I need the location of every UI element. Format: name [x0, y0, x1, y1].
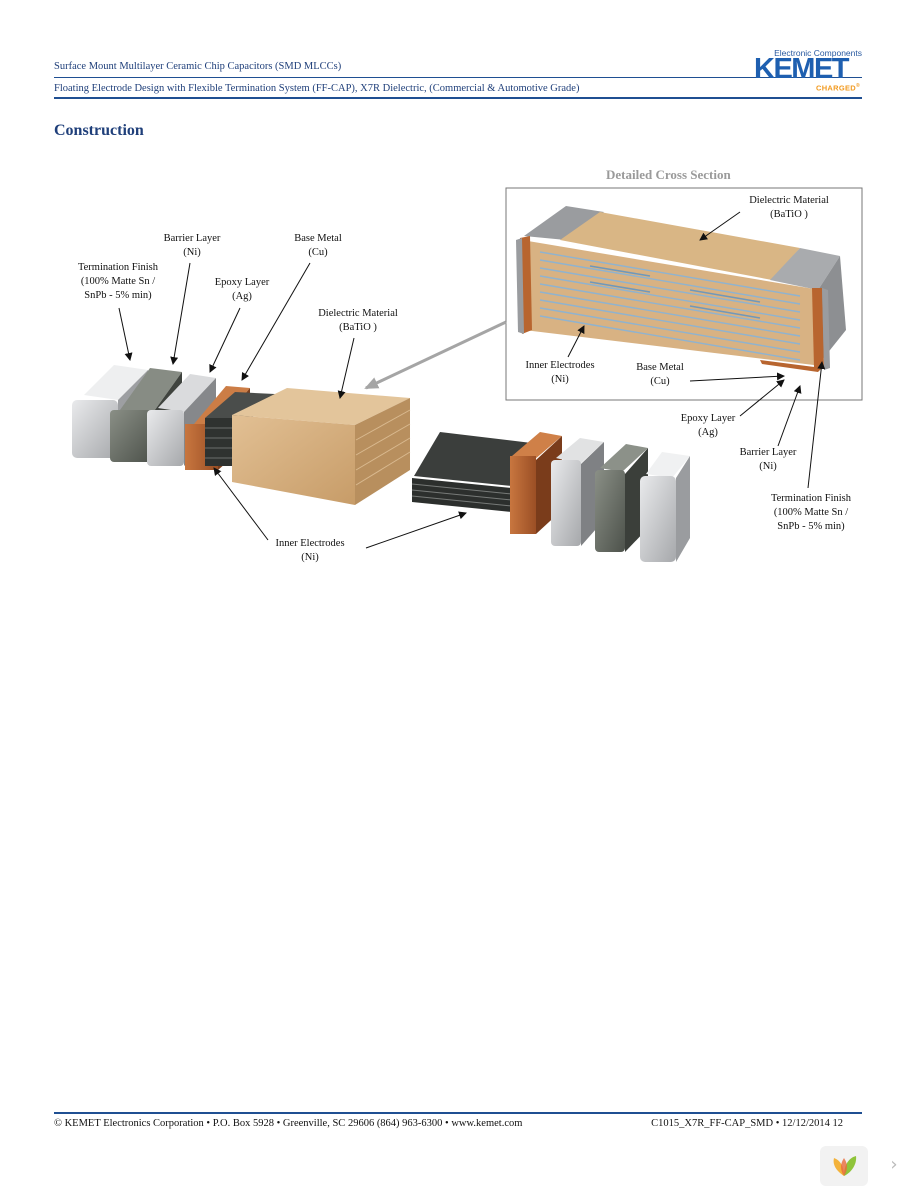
header-title-line-2: Floating Electrode Design with Flexible … [54, 83, 580, 94]
label-line: Epoxy Layer [680, 413, 736, 424]
label-line: (Ag) [698, 427, 718, 438]
cross-section-leaders [567, 211, 826, 489]
construction-diagram [72, 187, 863, 562]
label-barrier-layer-cs: Barrier Layer (Ni) [728, 446, 808, 474]
header-rule-thick [54, 97, 862, 99]
label-termination-finish-cs: Termination Finish (100% Matte Sn / SnPb… [752, 492, 870, 534]
kemet-logo: Electronic Components KEMET CHARGED® [752, 48, 864, 96]
logo-slogan-text: CHARGED [815, 83, 857, 93]
logo-slogan: CHARGED® [816, 83, 860, 93]
header-rule-thin [54, 77, 862, 78]
label-barrier-layer-left: Barrier Layer (Ni) [152, 232, 232, 260]
label-line: Dielectric Material [749, 195, 829, 206]
label-line: Inner Electrodes [275, 538, 345, 549]
label-line: (100% Matte Sn / [80, 276, 156, 287]
dielectric-block [232, 388, 411, 505]
label-inner-electrodes-cs: Inner Electrodes (Ni) [514, 359, 606, 387]
cross-section-chip [516, 206, 846, 372]
label-line: Termination Finish [770, 493, 852, 504]
label-line: Base Metal [294, 233, 342, 244]
label-base-metal-cs: Base Metal (Cu) [624, 361, 696, 389]
footer-rule [54, 1112, 862, 1114]
label-dielectric-left: Dielectric Material (BaTiO ) [304, 307, 412, 335]
footer-doc-id: C1015_X7R_FF-CAP_SMD • 12/12/2014 12 [651, 1118, 843, 1129]
label-line: (BaTiO ) [770, 209, 808, 220]
exploded-leaders [118, 262, 467, 549]
viewer-controls: › [820, 1146, 912, 1186]
label-line: SnPb - 5% min) [84, 290, 152, 301]
label-line: (BaTiO ) [339, 322, 377, 333]
label-line: (Ni) [759, 461, 777, 472]
label-line: Dielectric Material [318, 308, 398, 319]
label-line: Barrier Layer [163, 233, 221, 244]
label-dielectric-cs: Dielectric Material (BaTiO ) [734, 194, 844, 222]
label-line: Barrier Layer [739, 447, 797, 458]
label-line: Base Metal [636, 362, 684, 373]
leaf-icon [833, 1156, 857, 1176]
section-title: Construction [54, 122, 144, 139]
right-termination-finish [640, 452, 690, 562]
cross-section-pointer [364, 320, 507, 390]
label-line: (Ni) [183, 247, 201, 258]
logo-wordmark: KEMET [754, 53, 850, 85]
label-line: SnPb - 5% min) [777, 521, 845, 532]
right-inner-electrodes [411, 432, 540, 512]
label-line: Termination Finish [77, 262, 159, 273]
label-line: (Cu) [308, 247, 328, 258]
label-line: (Ni) [301, 552, 319, 563]
right-barrier-layer [595, 444, 648, 552]
viewer-pin-button[interactable] [820, 1146, 868, 1186]
label-inner-electrodes-left: Inner Electrodes (Ni) [262, 537, 358, 565]
logo-tagline: Electronic Components [774, 48, 862, 58]
label-termination-finish-left: Termination Finish (100% Matte Sn / SnPb… [60, 261, 176, 303]
logo-slogan-mark: ® [856, 83, 860, 89]
label-line: (100% Matte Sn / [773, 507, 849, 518]
cross-section-title: Detailed Cross Section [606, 167, 731, 182]
label-epoxy-layer-cs: Epoxy Layer (Ag) [668, 412, 748, 440]
label-line: Inner Electrodes [525, 360, 595, 371]
label-epoxy-layer-left: Epoxy Layer (Ag) [200, 276, 284, 304]
label-line: (Cu) [650, 376, 670, 387]
next-page-chevron-icon[interactable]: › [890, 1154, 898, 1175]
label-base-metal-left: Base Metal (Cu) [278, 232, 358, 260]
label-line: Epoxy Layer [214, 277, 270, 288]
label-line: (Ni) [551, 374, 569, 385]
footer-address: © KEMET Electronics Corporation • P.O. B… [54, 1118, 523, 1129]
header-title-line-1: Surface Mount Multilayer Ceramic Chip Ca… [54, 61, 342, 72]
label-line: (Ag) [232, 291, 252, 302]
